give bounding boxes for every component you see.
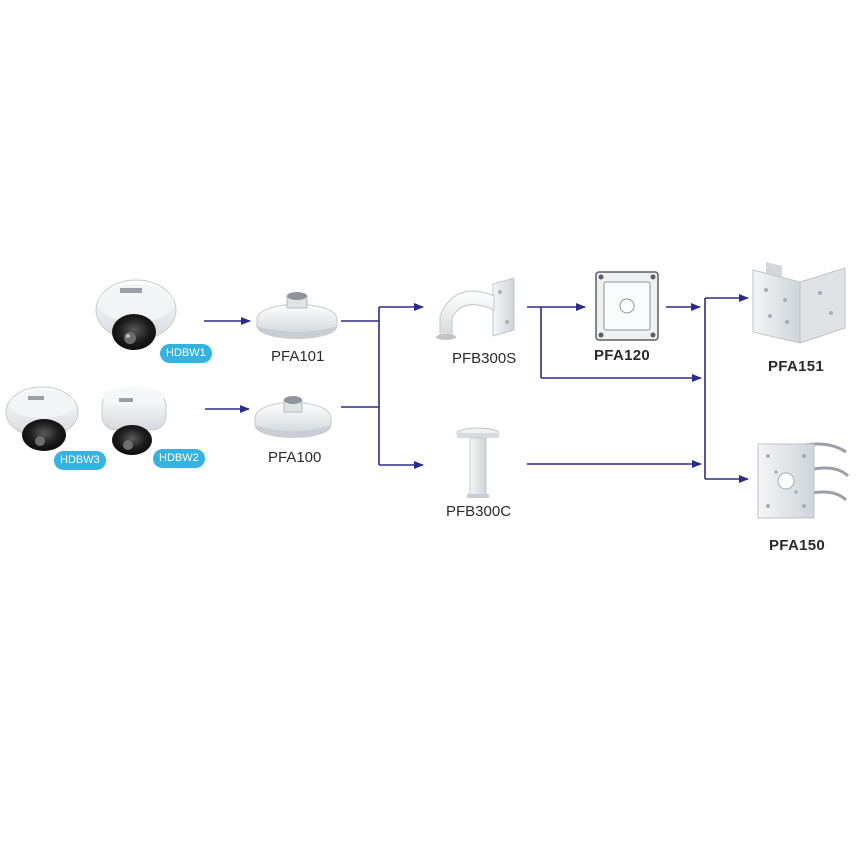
junction-box-icon	[595, 271, 659, 341]
wall-mount-bracket-icon	[436, 277, 515, 340]
device-pfb300s	[436, 277, 515, 340]
mount-adapter-icon	[254, 396, 332, 438]
device-pfa150	[757, 442, 850, 519]
connector-lines	[204, 294, 749, 483]
device-pfa101	[256, 292, 338, 339]
device-pfa100	[254, 396, 332, 438]
device-pfb300c	[456, 427, 500, 498]
label-pfb300s: PFB300S	[452, 350, 517, 367]
device-pfa151	[752, 262, 846, 344]
camera-badge-hdbw3: HDBW3	[54, 451, 106, 470]
pole-mount-bracket-icon	[757, 442, 850, 519]
mount-adapter-icon	[256, 292, 338, 339]
label-pfb300c: PFB300C	[446, 503, 512, 520]
corner-mount-bracket-icon	[752, 262, 846, 344]
ceiling-pendant-mount-icon	[456, 427, 500, 498]
camera-badge-hdbw1: HDBW1	[160, 344, 212, 363]
camera-badge-hdbw2: HDBW2	[153, 449, 205, 468]
camera-hdbw1	[95, 279, 177, 350]
label-pfa100: PFA100	[268, 449, 322, 466]
camera-hdbw2	[101, 387, 167, 455]
dome-camera-icon	[101, 387, 167, 455]
device-pfa120	[595, 271, 659, 341]
label-pfa101: PFA101	[271, 348, 325, 365]
label-pfa151: PFA151	[768, 358, 824, 375]
camera-hdbw3	[5, 386, 79, 451]
dome-camera-icon	[95, 279, 177, 350]
label-pfa120: PFA120	[594, 347, 650, 364]
label-pfa150: PFA150	[769, 537, 825, 554]
dome-camera-icon	[5, 386, 79, 451]
